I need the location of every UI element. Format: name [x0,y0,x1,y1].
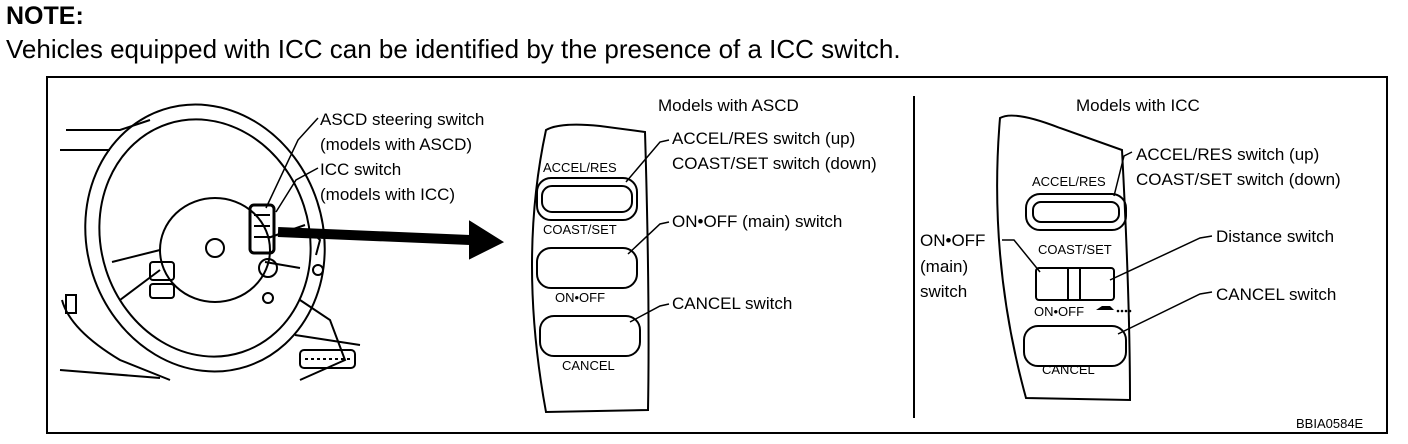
icc-switch-label: ICC switch [320,160,401,179]
figure-frame [46,76,1388,434]
ascd-heading: Models with ASCD [658,96,799,115]
note-text: Vehicles equipped with ICC can be identi… [6,34,901,64]
ascd-switch-label: ASCD steering switch [320,110,484,129]
icc-switch-panel [996,114,1132,402]
pointer-arrow-icon [469,220,505,260]
ascd-switch-panel [531,123,650,414]
ascd-onoff-callout: ON•OFF (main) switch [672,212,842,231]
ascd-switch-sublabel: (models with ASCD) [320,135,472,154]
icc-cancel-text: CANCEL [1042,362,1095,377]
ascd-coast-set-text: COAST/SET [543,222,617,237]
icc-coast-set-text: COAST/SET [1038,242,1112,257]
ascd-cancel-callout: CANCEL switch [672,294,792,313]
icc-switch-sublabel: (models with ICC) [320,185,455,204]
icc-accel-res-text: ACCEL/RES [1032,174,1106,189]
icc-accel-callout: ACCEL/RES switch (up) [1136,145,1319,164]
icc-heading: Models with ICC [1076,96,1200,115]
ascd-accel-callout: ACCEL/RES switch (up) [672,129,855,148]
distance-car-icon [1096,306,1114,310]
figure-code: BBIA0584E [1296,416,1364,431]
ascd-accel-res-text: ACCEL/RES [543,160,617,175]
icc-onoff-callout-switch: switch [920,282,967,301]
infiniti-logo-icon [205,238,225,258]
ascd-coast-callout: COAST/SET switch (down) [672,154,877,173]
icc-coast-callout: COAST/SET switch (down) [1136,170,1341,189]
icc-distance-callout: Distance switch [1216,227,1334,246]
icc-cancel-callout: CANCEL switch [1216,285,1336,304]
ascd-on-off-text: ON•OFF [555,290,605,305]
ascd-cancel-text: CANCEL [562,358,615,373]
note-title: NOTE: [6,2,84,30]
steering-wheel-drawing [59,103,361,381]
icc-on-off-text: ON•OFF [1034,304,1084,319]
icc-onoff-callout-main: (main) [920,257,968,276]
icc-onoff-callout: ON•OFF [920,231,985,250]
